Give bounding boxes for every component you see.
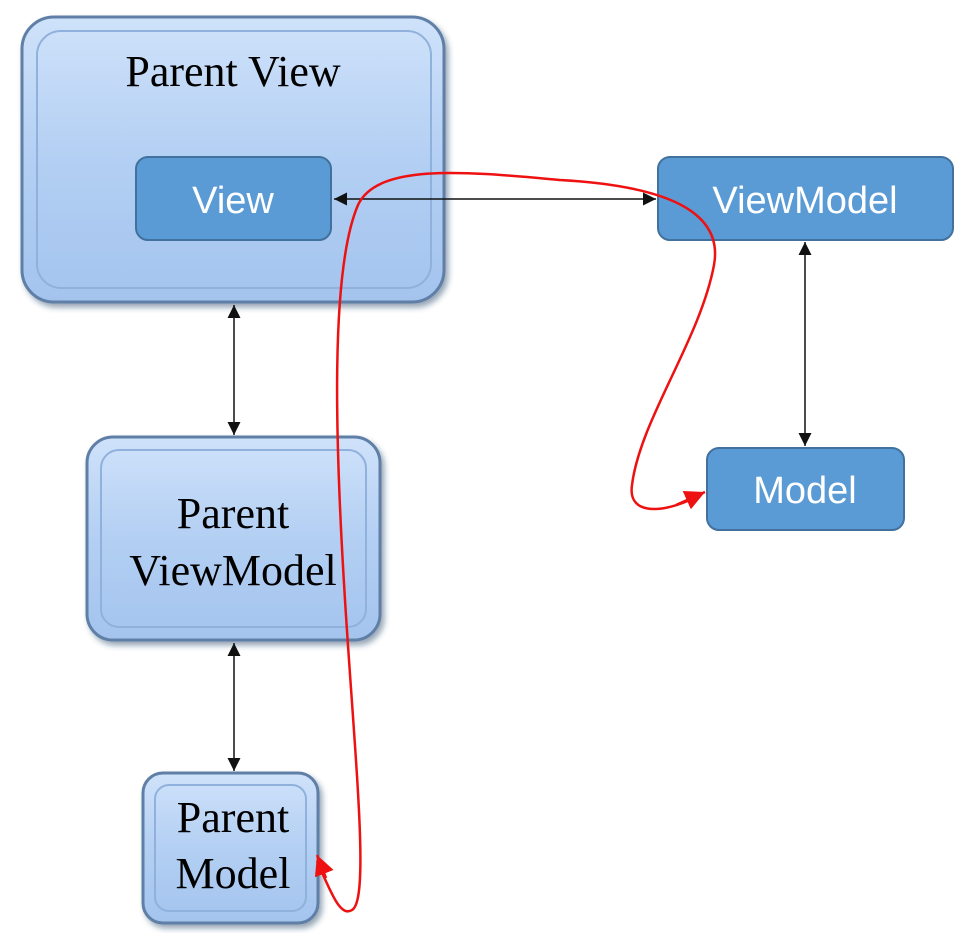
parent-viewmodel-label-line2: ViewModel: [129, 546, 337, 595]
model-box: Model: [706, 447, 905, 531]
parent-model-label-line2: Model: [176, 849, 291, 898]
model-label: Model: [753, 470, 857, 512]
parent-viewmodel-container: Parent ViewModel: [85, 435, 382, 642]
view-label: View: [192, 180, 274, 222]
red-arrowhead-parent-model: [314, 854, 334, 879]
parent-model-label-line1: Parent: [177, 793, 289, 842]
view-box: View: [135, 156, 332, 241]
viewmodel-label: ViewModel: [712, 180, 897, 222]
parent-view-label: Parent View: [125, 47, 340, 96]
red-dependency-path: [315, 171, 717, 913]
parent-viewmodel-label-line1: Parent: [177, 489, 289, 538]
viewmodel-box: ViewModel: [657, 156, 954, 241]
parent-model-container: Parent Model: [141, 771, 320, 925]
red-arrowhead-model: [675, 490, 706, 510]
